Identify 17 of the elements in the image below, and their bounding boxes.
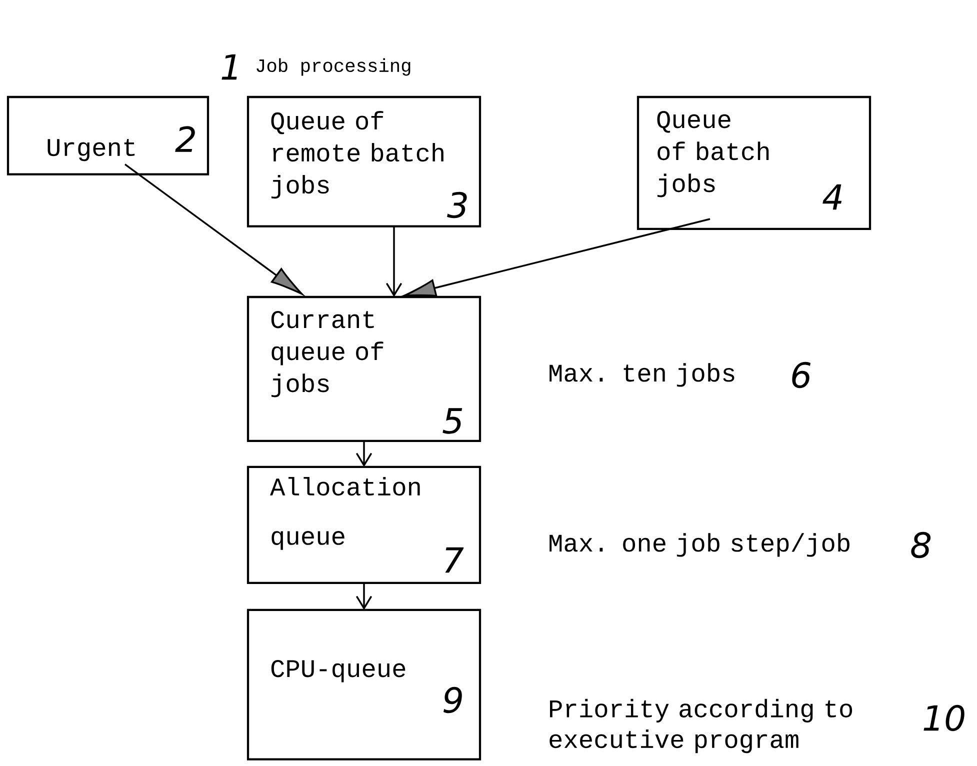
note: Priority according to executive program [550, 698, 852, 754]
callout-number: 3 [447, 192, 467, 218]
arrow [386, 226, 402, 297]
callout-number: 7 [445, 547, 464, 573]
callout-number: 4 [822, 184, 842, 210]
callout-number: 1 [222, 54, 237, 80]
note: Max. one job step/job [550, 533, 850, 557]
callout-number: 9 [444, 686, 462, 714]
title: Job processing [256, 58, 410, 76]
note: Max. ten jobs [550, 363, 734, 387]
arrow [356, 583, 372, 610]
callout-number: 6 [792, 362, 811, 388]
callout-number: 8 [911, 532, 931, 558]
callout-number: 5 [442, 408, 462, 434]
callout-number: 2 [175, 126, 195, 152]
callout-number: 10 [924, 704, 964, 732]
arrow [356, 441, 372, 467]
